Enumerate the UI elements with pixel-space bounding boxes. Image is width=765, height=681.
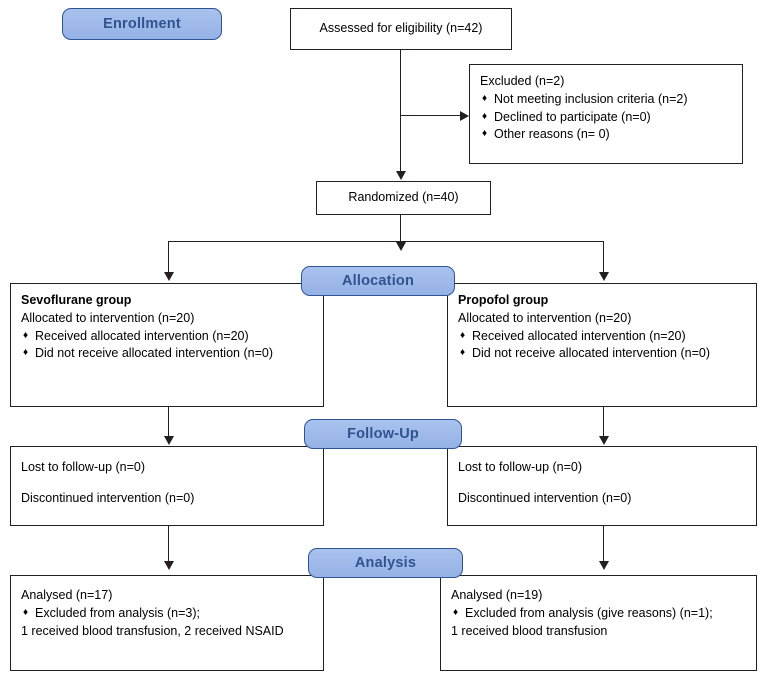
diamond-bullet-icon: ♦ bbox=[482, 92, 488, 104]
excluded-reason-0: ♦ Not meeting inclusion criteria (n=2) bbox=[480, 91, 732, 109]
arrowhead-split-right bbox=[599, 272, 609, 281]
box-randomized: Randomized (n=40) bbox=[316, 181, 491, 215]
assessed-text: Assessed for eligibility (n=42) bbox=[319, 21, 483, 35]
analysis-left-bullet-0: ♦ Excluded from analysis (n=3); bbox=[21, 605, 313, 623]
connector-followup-right-to-analysis bbox=[603, 526, 604, 562]
analysis-left-detail: 1 received blood transfusion, 2 received… bbox=[21, 623, 284, 638]
analysis-right-analysed: Analysed (n=19) bbox=[451, 588, 543, 602]
arrowhead-split-left bbox=[164, 272, 174, 281]
allocation-left-allocated: Allocated to intervention (n=20) bbox=[21, 310, 195, 325]
connector-allocation-left-to-followup bbox=[168, 407, 169, 438]
arrowhead-randomized-down bbox=[396, 242, 406, 251]
allocation-right-bullet-0: ♦ Received allocated intervention (n=20) bbox=[458, 328, 746, 346]
followup-left-lost: Lost to follow-up (n=0) bbox=[21, 460, 146, 474]
stage-label-followup: Follow-Up bbox=[304, 419, 462, 449]
allocation-right-bullet-0-text: Received allocated intervention (n=20) bbox=[472, 328, 686, 343]
connector-to-excluded bbox=[400, 115, 462, 116]
connector-split-left-down bbox=[168, 241, 169, 274]
allocation-right-group: Propofol group bbox=[458, 293, 549, 307]
diamond-bullet-icon: ♦ bbox=[460, 329, 466, 341]
connector-allocation-right-to-followup bbox=[603, 407, 604, 438]
arrowhead-followup-right-to-analysis bbox=[599, 561, 609, 570]
box-analysis-left: Analysed (n=17) ♦ Excluded from analysis… bbox=[10, 575, 324, 671]
arrowhead-followup-left-to-analysis bbox=[164, 561, 174, 570]
arrowhead-assessed-to-randomized bbox=[396, 171, 406, 180]
box-allocation-right: Propofol group Allocated to intervention… bbox=[447, 283, 757, 407]
diamond-bullet-icon: ♦ bbox=[460, 347, 466, 359]
stage-label-allocation-text: Allocation bbox=[341, 273, 415, 289]
allocation-right-allocated: Allocated to intervention (n=20) bbox=[458, 310, 632, 325]
analysis-right-detail: 1 received blood transfusion bbox=[451, 623, 608, 638]
excluded-reason-2: ♦ Other reasons (n= 0) bbox=[480, 126, 732, 144]
stage-label-enrollment: Enrollment bbox=[62, 8, 222, 40]
box-analysis-right: Analysed (n=19) ♦ Excluded from analysis… bbox=[440, 575, 757, 671]
randomized-text: Randomized (n=40) bbox=[348, 190, 459, 204]
allocation-left-bullet-0: ♦ Received allocated intervention (n=20) bbox=[21, 328, 313, 346]
excluded-reason-1: ♦ Declined to participate (n=0) bbox=[480, 109, 732, 127]
connector-split-horizontal bbox=[168, 241, 604, 242]
excluded-reason-0-text: Not meeting inclusion criteria (n=2) bbox=[494, 91, 688, 106]
diamond-bullet-icon: ♦ bbox=[23, 347, 29, 359]
analysis-right-bullet-0-text: Excluded from analysis (give reasons) (n… bbox=[465, 605, 713, 620]
diamond-bullet-icon: ♦ bbox=[23, 606, 29, 618]
spacer bbox=[458, 477, 746, 490]
diamond-bullet-icon: ♦ bbox=[453, 606, 459, 618]
diamond-bullet-icon: ♦ bbox=[23, 329, 29, 341]
excluded-reason-2-text: Other reasons (n= 0) bbox=[494, 127, 610, 142]
diamond-bullet-icon: ♦ bbox=[482, 110, 488, 122]
followup-right-discontinued: Discontinued intervention (n=0) bbox=[458, 490, 632, 505]
excluded-heading: Excluded (n=2) bbox=[480, 74, 565, 88]
arrowhead-allocation-right-to-followup bbox=[599, 436, 609, 445]
box-followup-left: Lost to follow-up (n=0) Discontinued int… bbox=[10, 446, 324, 526]
excluded-reason-1-text: Declined to participate (n=0) bbox=[494, 109, 651, 124]
allocation-left-bullet-0-text: Received allocated intervention (n=20) bbox=[35, 328, 249, 343]
analysis-right-bullet-0: ♦ Excluded from analysis (give reasons) … bbox=[451, 605, 746, 623]
box-assessed-for-eligibility: Assessed for eligibility (n=42) bbox=[290, 8, 512, 50]
stage-label-analysis-text: Analysis bbox=[354, 555, 417, 571]
connector-split-right-down bbox=[603, 241, 604, 274]
allocation-left-group: Sevoflurane group bbox=[21, 293, 132, 307]
allocation-left-bullet-1: ♦ Did not receive allocated intervention… bbox=[21, 345, 313, 363]
box-excluded: Excluded (n=2) ♦ Not meeting inclusion c… bbox=[469, 64, 743, 164]
stage-label-analysis: Analysis bbox=[308, 548, 463, 578]
allocation-right-bullet-1-text: Did not receive allocated intervention (… bbox=[472, 346, 710, 361]
diamond-bullet-icon: ♦ bbox=[482, 128, 488, 140]
arrowhead-allocation-left-to-followup bbox=[164, 436, 174, 445]
followup-left-discontinued: Discontinued intervention (n=0) bbox=[21, 490, 195, 505]
spacer bbox=[21, 477, 313, 490]
stage-label-allocation: Allocation bbox=[301, 266, 455, 296]
stage-label-followup-text: Follow-Up bbox=[347, 426, 419, 442]
analysis-left-bullet-0-text: Excluded from analysis (n=3); bbox=[35, 605, 201, 620]
stage-label-enrollment-text: Enrollment bbox=[103, 16, 181, 32]
allocation-right-bullet-1: ♦ Did not receive allocated intervention… bbox=[458, 345, 746, 363]
arrowhead-to-excluded bbox=[460, 111, 469, 121]
connector-randomized-down bbox=[400, 215, 401, 243]
connector-assessed-to-randomized bbox=[400, 50, 401, 172]
box-followup-right: Lost to follow-up (n=0) Discontinued int… bbox=[447, 446, 757, 526]
box-allocation-left: Sevoflurane group Allocated to intervent… bbox=[10, 283, 324, 407]
connector-followup-left-to-analysis bbox=[168, 526, 169, 562]
analysis-left-analysed: Analysed (n=17) bbox=[21, 588, 113, 602]
followup-right-lost: Lost to follow-up (n=0) bbox=[458, 460, 583, 474]
allocation-left-bullet-1-text: Did not receive allocated intervention (… bbox=[35, 346, 273, 361]
